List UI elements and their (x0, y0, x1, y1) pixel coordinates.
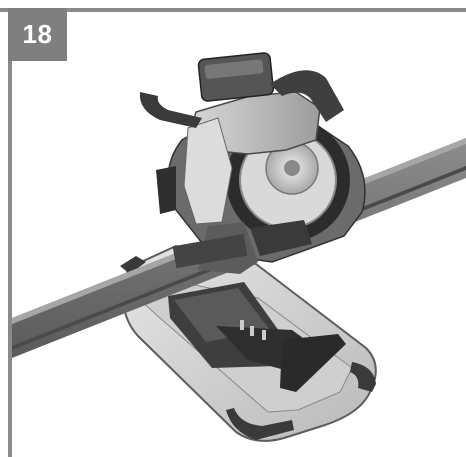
saw-body (139, 52, 344, 225)
blade-guard (167, 111, 366, 263)
frame-top-rule (0, 8, 466, 12)
step-number-badge: 18 (8, 8, 67, 61)
vise-assembly (168, 282, 346, 392)
band-saw-illustration (12, 52, 466, 442)
frame-left-rule (8, 8, 12, 457)
pivot-arm (156, 166, 258, 274)
